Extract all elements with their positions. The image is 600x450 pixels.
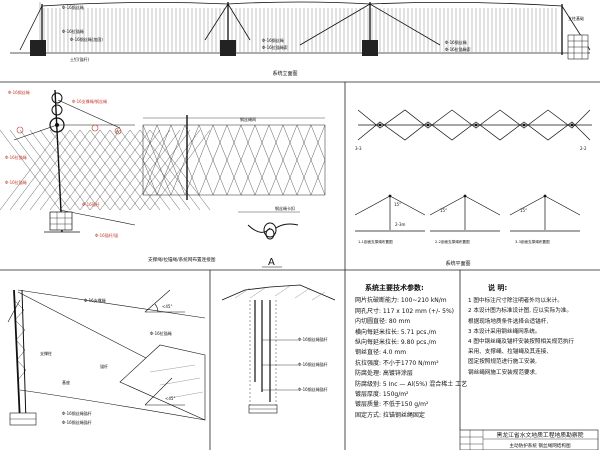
label: 钢丝绳网 bbox=[240, 116, 256, 122]
drawing-title: 主动防护系统 钢丝绳网结构图 bbox=[509, 442, 571, 449]
label: Φ-16锚杆/锚 bbox=[95, 232, 118, 238]
callout-a: A bbox=[268, 257, 275, 268]
label: Φ-16拉锚绳 bbox=[5, 154, 27, 160]
parameter-row: 镀层厚度: 150g/m² bbox=[355, 391, 409, 399]
label: Φ-16钢丝绳 bbox=[8, 89, 30, 95]
label: Φ-16钢丝绳锚杆 bbox=[298, 336, 328, 342]
note-row: 4 图中钢丝绳及锚杆安装按照相关规范执行 bbox=[468, 339, 575, 346]
note-row: 2 本设计图为标准设计图, 应以实际为准。 bbox=[468, 308, 572, 315]
title-block: 黑龙江省水文地质工程地质勘察院 主动防护系统 钢丝绳网结构图 bbox=[459, 429, 599, 450]
angle-label: <45° bbox=[162, 304, 172, 309]
label: 钢丝绳卡扣 bbox=[275, 205, 295, 211]
cable-clip-detail bbox=[247, 222, 299, 240]
parameter-row: 钢丝直径: 4.0 mm bbox=[355, 349, 407, 357]
notes-title: 说 明: bbox=[488, 284, 508, 292]
dim-label: 2-3m bbox=[395, 222, 406, 227]
parameter-row: 固定方式: 拉锚钢丝绳固定 bbox=[355, 411, 425, 419]
angle-label: 15° bbox=[394, 202, 401, 207]
parameter-row: 内切圆直径: 80 mm bbox=[355, 318, 411, 326]
section-caption: 1-1剖面支撑绳布置图 bbox=[358, 239, 393, 244]
note-row: 采用、支撑绳、拉锚绳及其连接、 bbox=[468, 349, 552, 356]
company-name: 黑龙江省水文地质工程地质勘察院 bbox=[497, 431, 584, 439]
label: Φ-16拉锚绳 bbox=[5, 179, 27, 185]
elevation-view: Φ-16钢丝绳 Φ-16拉锚绳 Φ-16钢丝绳(加固) 土钉(锚杆) Φ-16钢… bbox=[10, 1, 591, 77]
slope-section-view: <45° <45° Φ-16支撑绳 Φ-16拉锚绳 支撑柱 锚杆 基座 Φ-16… bbox=[7, 289, 206, 426]
diamond-net-right bbox=[142, 124, 326, 196]
label: Φ-16钢丝绳 bbox=[445, 39, 467, 45]
note-row: 1 图中标注尺寸除注明者外均以米计。 bbox=[468, 298, 563, 305]
label: Φ-16支撑绳 bbox=[84, 297, 106, 303]
notes-block: 说 明: 1 图中标注尺寸除注明者外均以米计。 2 本设计图为标准设计图, 应以实… bbox=[468, 283, 596, 378]
panel-caption: 系统立面图 bbox=[272, 70, 297, 77]
parameter-row: 横向每延米拉长: 5.71 pcs./m bbox=[355, 328, 437, 336]
label: Φ-16拉锚绳索 bbox=[445, 46, 471, 52]
parameters-title: 系统主要技术参数: bbox=[365, 284, 424, 292]
parameters-block: 系统主要技术参数: 网片抗破断能力: 100~210 kN/m 网孔尺寸: 117… bbox=[355, 283, 468, 421]
callout-a-small: A bbox=[116, 129, 119, 134]
angle-label: 15° bbox=[520, 208, 527, 213]
label: Φ-16钢丝绳 bbox=[62, 4, 84, 10]
parameter-row: 网片抗破断能力: 100~210 kN/m bbox=[355, 297, 447, 305]
note-row: 3 本设计采用钢丝绳网系统。 bbox=[468, 328, 541, 335]
anchor-detail-view: Φ-16钢丝绳锚杆 Φ-16钢丝绳锚杆 Φ-16钢丝绳锚杆 bbox=[221, 283, 336, 420]
angle-label: 15° bbox=[440, 208, 447, 213]
label: Φ-16钢丝绳锚杆 bbox=[62, 419, 92, 425]
parameter-row: 防腐级别: 5 Inc — Al(5%) 混合稀土 工艺 bbox=[355, 380, 468, 388]
label: Φ-16钢丝绳 bbox=[262, 37, 284, 43]
parameter-row: 网孔尺寸: 117 x 102 mm (+/- 5%) bbox=[355, 307, 455, 315]
label: 基座 bbox=[62, 379, 70, 385]
section-mark: 3-3 bbox=[355, 146, 362, 151]
panel-caption: 支撑绳/拉锚绳/系统网布置连接图 bbox=[148, 256, 216, 263]
angle-label: <45° bbox=[165, 396, 175, 401]
detail-view: A 钢丝绳卡扣 钢丝绳网 Φ-16钢丝绳 Φ-16支撑绳/钢丝绳 Φ-16拉锚绳… bbox=[0, 89, 326, 268]
label: Φ-16钢丝绳锚杆 bbox=[298, 386, 328, 392]
section-caption: 2-2剖面支撑绳布置图 bbox=[435, 239, 470, 244]
support-cables bbox=[19, 1, 591, 51]
parameter-row: 镀层质量: 不低于150 g/m² bbox=[355, 401, 429, 409]
label: Φ-16钢丝绳锚杆 bbox=[298, 361, 328, 367]
plan-view: 3-3 2-2 15° 15° 15° 2-3m 1-1剖面支撑绳布置图 2-2… bbox=[354, 109, 592, 267]
label: Φ-16锚杆 bbox=[82, 201, 100, 207]
panel-dividers bbox=[0, 81, 600, 450]
label: Φ-16拉锚绳 bbox=[150, 330, 172, 336]
panel-caption: 系统平面图 bbox=[445, 260, 470, 267]
label: Φ-16钢丝绳(加固) bbox=[70, 36, 103, 42]
label: 土钉(锚杆) bbox=[70, 56, 90, 62]
label: Φ-16支撑绳/钢丝绳 bbox=[72, 98, 107, 104]
label: Φ-16拉锚绳 bbox=[62, 28, 84, 34]
note-row: 根据现场地质条件选择合适锚杆, bbox=[468, 318, 549, 325]
note-row: 固定按照规范进行施工安装, bbox=[468, 359, 537, 366]
parameter-row: 纵向每延米拉长: 9.80 pcs./m bbox=[355, 339, 437, 347]
label: Φ-16拉锚绳索 bbox=[262, 44, 288, 50]
note-row: 钢丝绳网施工安装规范要求, bbox=[468, 369, 537, 376]
section-caption: 3-3剖面支撑绳布置图 bbox=[515, 239, 550, 244]
label: 立柱基础 bbox=[568, 15, 584, 21]
label: Φ-16钢丝绳锚杆 bbox=[62, 410, 92, 416]
diamond-net-left bbox=[0, 129, 211, 211]
parameter-row: 抗拉强度: 不小于1770 N/mm² bbox=[355, 359, 439, 367]
post-foundations bbox=[30, 34, 589, 60]
parameter-row: 防腐处理: 高镀锌涂层 bbox=[355, 370, 413, 378]
label: 锚杆 bbox=[100, 363, 108, 369]
section-mark: 2-2 bbox=[580, 146, 587, 151]
label: 支撑柱 bbox=[40, 350, 52, 356]
